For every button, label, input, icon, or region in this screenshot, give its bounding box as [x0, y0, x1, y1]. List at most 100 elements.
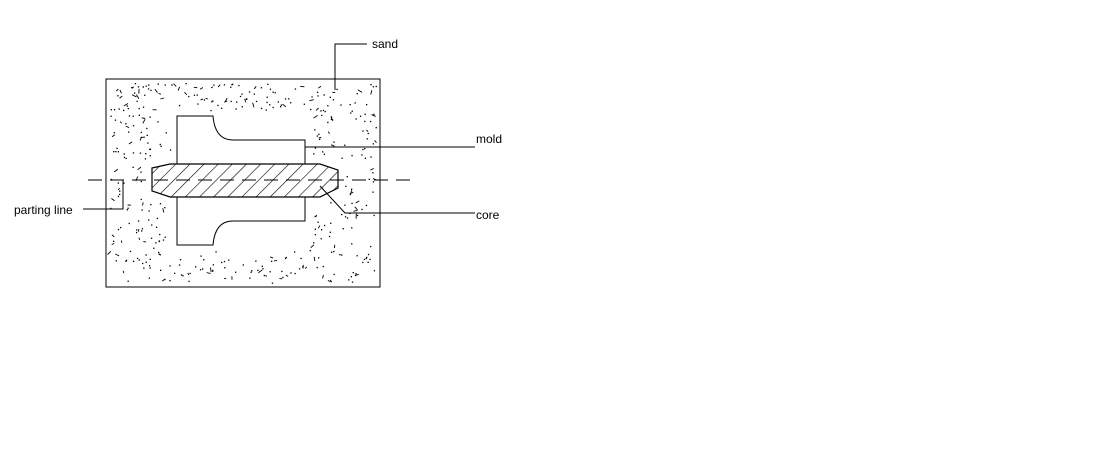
sand-grain — [321, 114, 323, 117]
sand-grain — [253, 86, 257, 90]
sand-grain — [344, 216, 347, 218]
sand-grain — [309, 99, 314, 102]
sand-grain — [228, 259, 230, 261]
sand-grain — [288, 98, 290, 100]
sand-grain — [230, 86, 232, 88]
sand-grain — [137, 86, 140, 88]
sand-grain — [148, 84, 150, 86]
sand-grain — [150, 89, 152, 91]
sand-grain — [158, 253, 160, 255]
sand-grain — [271, 260, 273, 262]
sand-grain — [327, 280, 331, 283]
sand-grain — [145, 153, 147, 155]
sand-grain — [290, 272, 292, 274]
sand-grain — [231, 84, 233, 86]
sand-grain — [266, 96, 268, 98]
sand-grain — [241, 106, 243, 108]
sand-grain — [350, 112, 352, 114]
sand-grain — [340, 104, 342, 106]
sand-grain — [158, 251, 160, 254]
sand-grain — [145, 85, 147, 87]
core-leader — [319, 185, 475, 214]
sand-grain — [269, 271, 271, 273]
parting-line-leader — [83, 180, 124, 210]
sand-grain — [310, 108, 312, 111]
sand-grain — [375, 85, 377, 88]
sand-grain — [117, 187, 120, 191]
sand-grain — [149, 148, 151, 151]
sand-grain — [351, 155, 353, 157]
sand-grain — [153, 247, 155, 249]
sand-grain — [369, 120, 372, 123]
sand-grain — [115, 253, 120, 257]
sand-grain — [211, 101, 213, 103]
sand-grain — [261, 265, 263, 267]
sand-grain — [324, 224, 326, 227]
sand-grain — [294, 88, 297, 90]
sand-grain — [146, 127, 148, 130]
sand-grain — [149, 155, 151, 157]
sand-grain — [367, 253, 370, 256]
sand-grain — [249, 277, 251, 279]
sand-grain — [117, 182, 119, 184]
sand-grain — [370, 90, 373, 95]
sand-grain — [197, 103, 199, 105]
sand-grain — [160, 97, 165, 100]
sand-grain — [140, 198, 142, 201]
sand-grain — [317, 95, 319, 97]
sand-grain — [300, 257, 302, 260]
sand-grain — [279, 277, 283, 280]
sand-grain — [115, 260, 117, 262]
sand-grain — [148, 277, 150, 279]
sand-grain — [318, 133, 320, 135]
sand-grain — [132, 166, 134, 168]
sand-leader — [334, 43, 367, 90]
sand-grain — [322, 109, 325, 112]
sand-grain — [179, 259, 182, 261]
sand-grain — [177, 86, 181, 91]
sand-grain — [267, 83, 269, 85]
sand-grain — [132, 115, 134, 117]
sand-grain — [145, 261, 147, 263]
sand-grain — [346, 176, 348, 178]
sand-grain — [185, 83, 187, 85]
sand-grain — [157, 83, 159, 85]
sand-grain — [316, 266, 318, 269]
sand-grain — [117, 95, 119, 97]
sand-grain — [355, 273, 357, 275]
sand-grain — [141, 209, 143, 211]
sand-grain — [346, 217, 349, 219]
sand-grain — [280, 106, 282, 108]
sand-grain — [284, 98, 287, 100]
sand-grain — [127, 207, 129, 209]
sand-grain — [357, 89, 363, 93]
sand-grain — [352, 272, 354, 274]
sand-grain — [126, 105, 128, 107]
sand-grain — [304, 266, 308, 269]
sand-grain — [266, 101, 268, 104]
sand-grain — [212, 270, 214, 272]
sand-grain — [136, 100, 138, 102]
sand-grain — [116, 147, 118, 149]
sand-grain — [330, 118, 333, 120]
sand-grain — [113, 168, 119, 173]
sand-grain — [212, 264, 214, 266]
sand-grain — [138, 107, 140, 110]
sand-label: sand — [372, 37, 398, 51]
sand-grain — [315, 107, 319, 111]
sand-grain — [319, 138, 321, 141]
sand-grain — [344, 144, 346, 146]
sand-grain — [171, 84, 173, 86]
sand-grain — [174, 272, 176, 274]
sand-grain — [123, 156, 126, 159]
sand-grain — [322, 151, 324, 153]
mold-cavity — [176, 115, 306, 165]
sand-grain — [280, 104, 282, 106]
sand-grain — [330, 144, 335, 147]
sand-grain — [159, 254, 161, 256]
sand-grain — [369, 258, 371, 261]
sand-grain — [119, 193, 121, 196]
sand-grain — [125, 123, 127, 125]
sand-grain — [327, 121, 329, 124]
